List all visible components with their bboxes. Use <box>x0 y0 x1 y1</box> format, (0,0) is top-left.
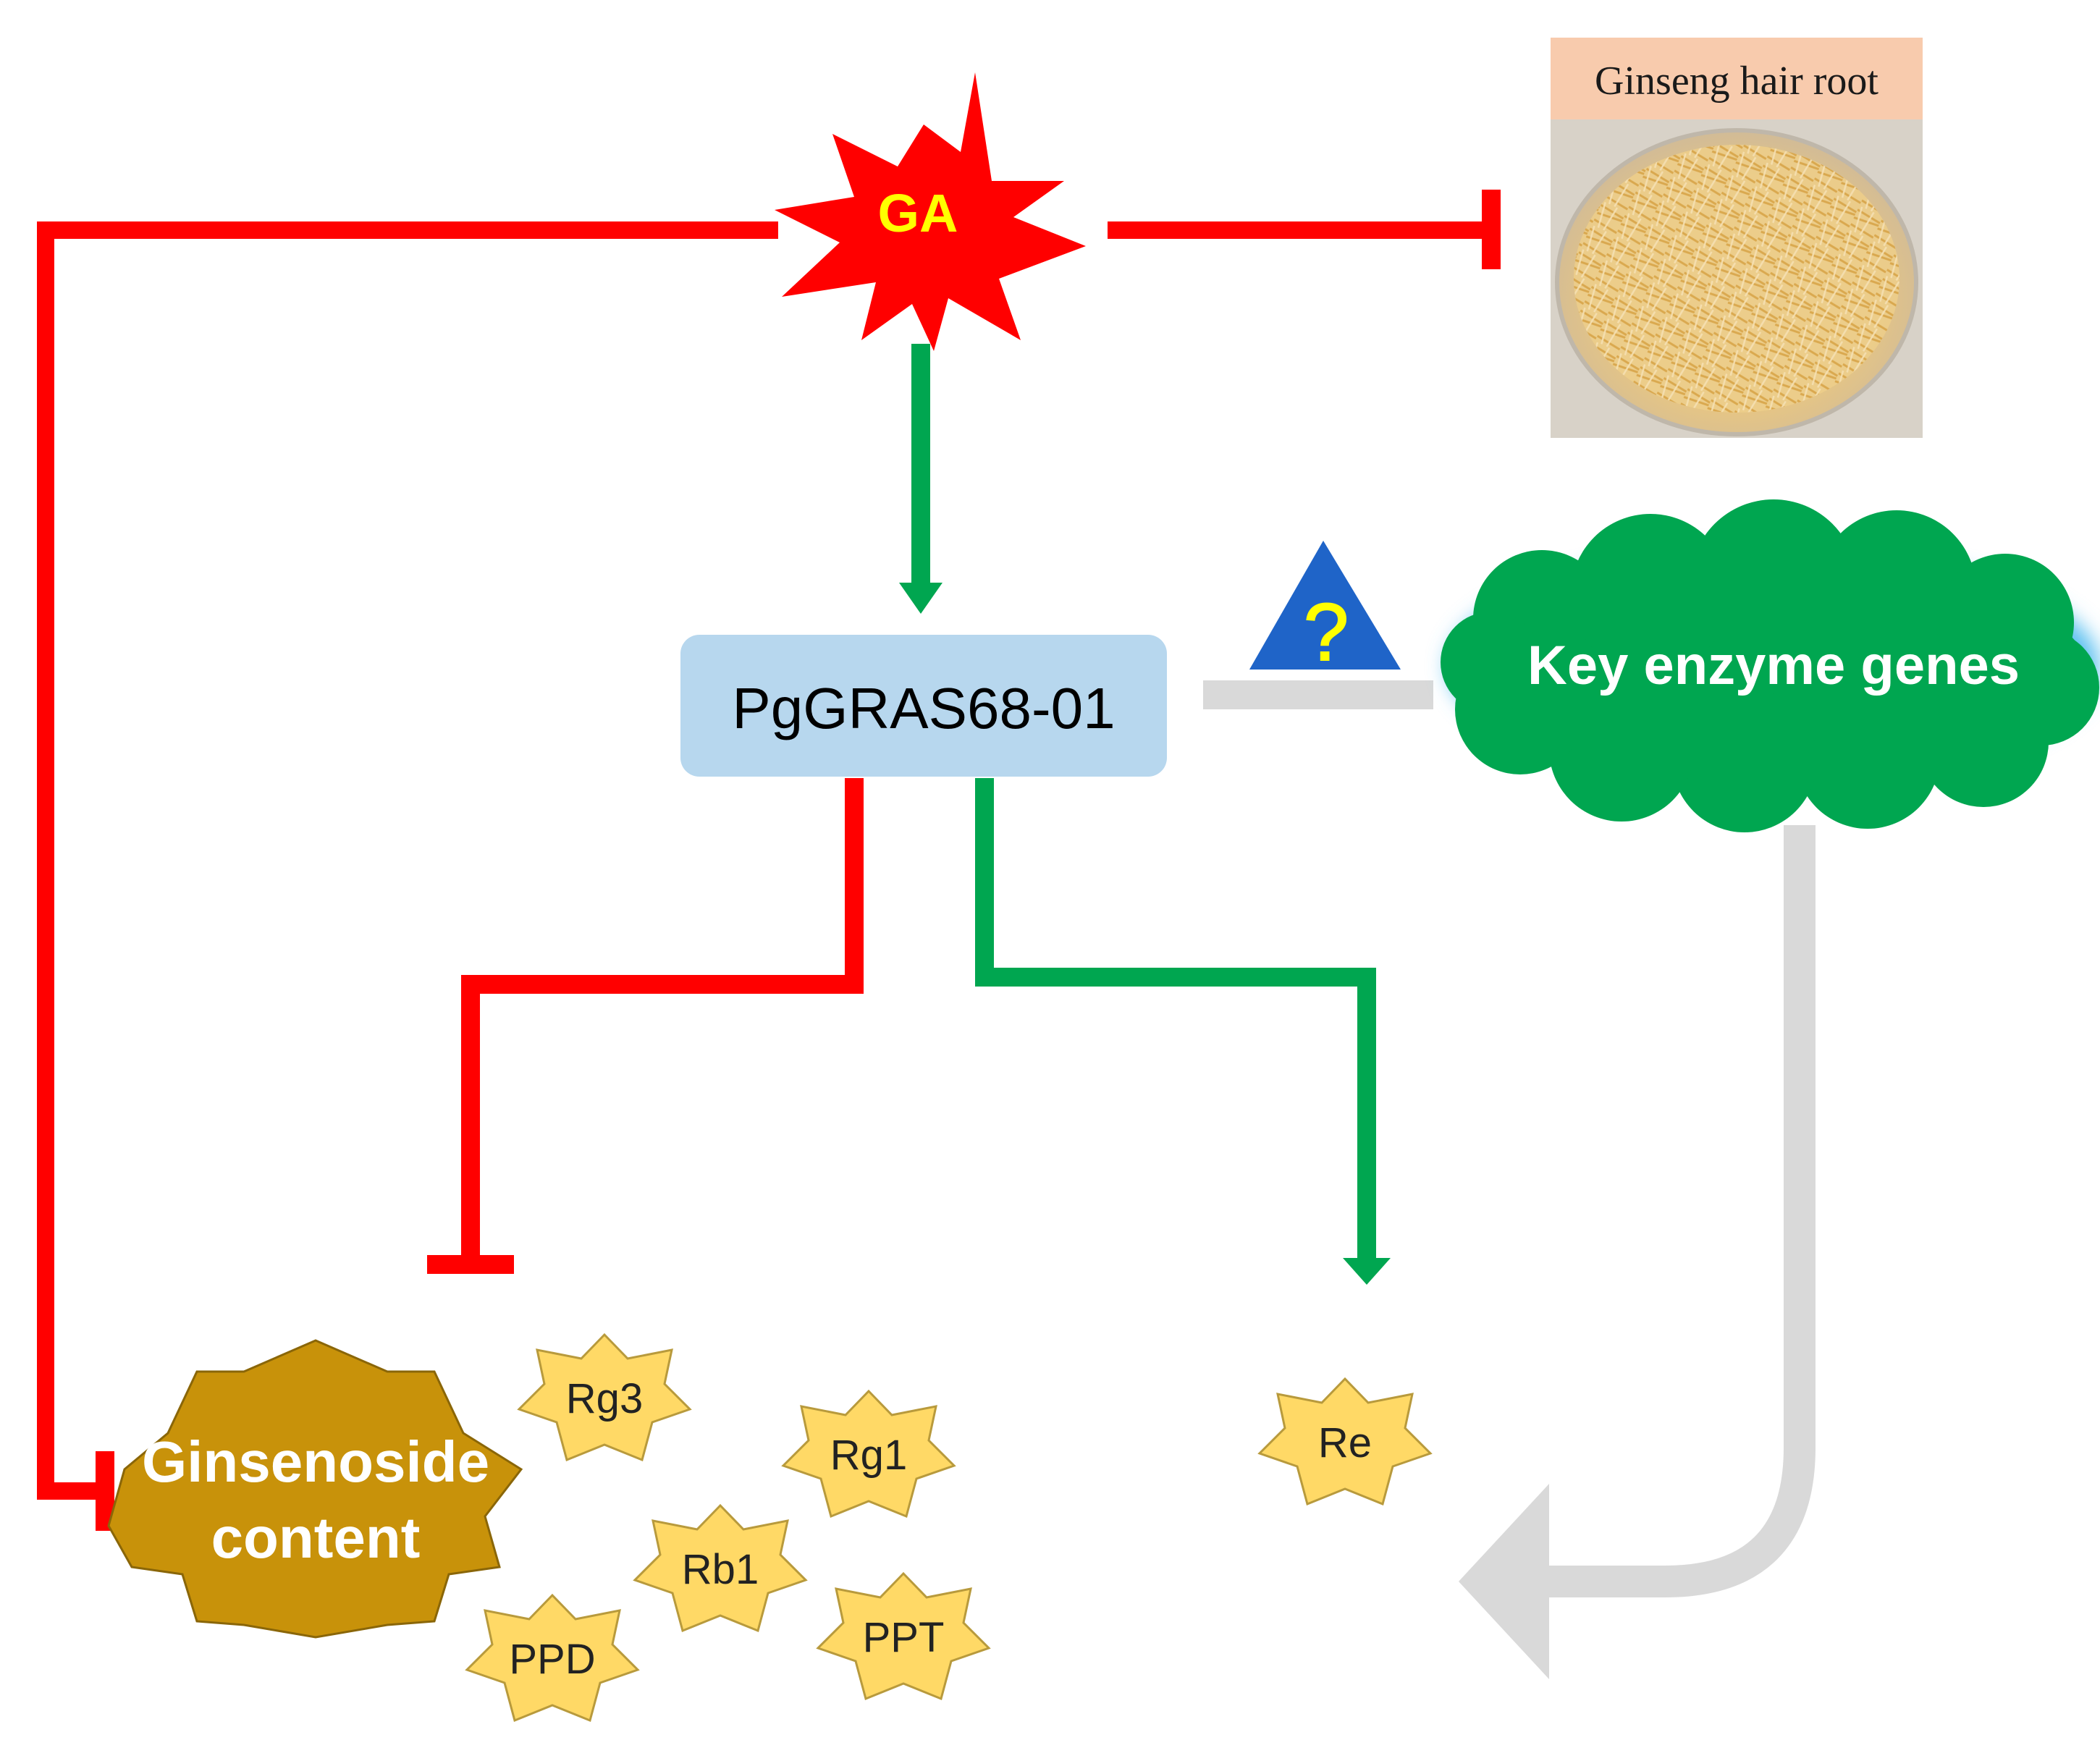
pggras-label: PgGRAS68-01 <box>732 676 1115 740</box>
enzyme-cloud <box>1441 499 2099 832</box>
svg-text:Rg3: Rg3 <box>566 1375 643 1422</box>
re-arrowhead <box>1343 1258 1391 1285</box>
hair-root-mass <box>1574 145 1899 413</box>
compound-rb1: Rb1 <box>633 1503 808 1633</box>
svg-text:PPT: PPT <box>863 1614 945 1661</box>
connectors <box>37 190 1816 1679</box>
question-marker: ? <box>1249 541 1401 678</box>
compound-ppd: PPD <box>465 1593 640 1723</box>
enzyme-to-compounds-path <box>1535 825 1816 1597</box>
pggras-node: PgGRAS68-01 <box>680 635 1167 777</box>
compounds: Rg3 Rg1 Rb1 PPD PPT Re <box>465 1333 1433 1723</box>
pggras-inhibits-ginsenosides <box>461 778 864 1259</box>
ginsenoside-badge <box>107 1339 523 1639</box>
compound-re: Re <box>1257 1377 1433 1506</box>
question-mark-icon: ? <box>1304 587 1349 677</box>
enzyme-node: Key enzyme genes <box>1441 499 2099 832</box>
pggras-arrowhead <box>899 583 943 614</box>
compound-ppt: PPT <box>816 1571 991 1701</box>
question-triangle <box>1249 541 1401 670</box>
hair-root-header <box>1551 38 1923 119</box>
ginsenoside-label-line2: content <box>211 1505 421 1570</box>
ga-label: GA <box>878 183 958 243</box>
compound-rg3: Rg3 <box>517 1333 692 1462</box>
enzyme-arrowhead <box>1459 1484 1549 1679</box>
ga-inhibits-ginsenoside <box>37 221 778 1500</box>
pggras-promotes-re <box>975 778 1376 1259</box>
compound-rg1: Rg1 <box>781 1389 956 1519</box>
ga-starburst <box>775 72 1086 351</box>
svg-text:Rg1: Rg1 <box>830 1432 907 1479</box>
svg-text:PPD: PPD <box>509 1636 595 1683</box>
svg-text:Re: Re <box>1318 1419 1372 1466</box>
ginseng-hair-root-panel: Ginseng hair root <box>1551 38 1923 438</box>
enzyme-label: Key enzyme genes <box>1527 635 2020 696</box>
svg-text:Rb1: Rb1 <box>682 1546 759 1593</box>
ginsenoside-label-line1: Ginsenoside <box>142 1429 489 1494</box>
pggras-box <box>680 635 1167 777</box>
ginsenoside-node: Ginsenoside content <box>107 1339 523 1639</box>
hair-root-label: Ginseng hair root <box>1595 59 1878 104</box>
ga-node: GA <box>775 72 1086 351</box>
